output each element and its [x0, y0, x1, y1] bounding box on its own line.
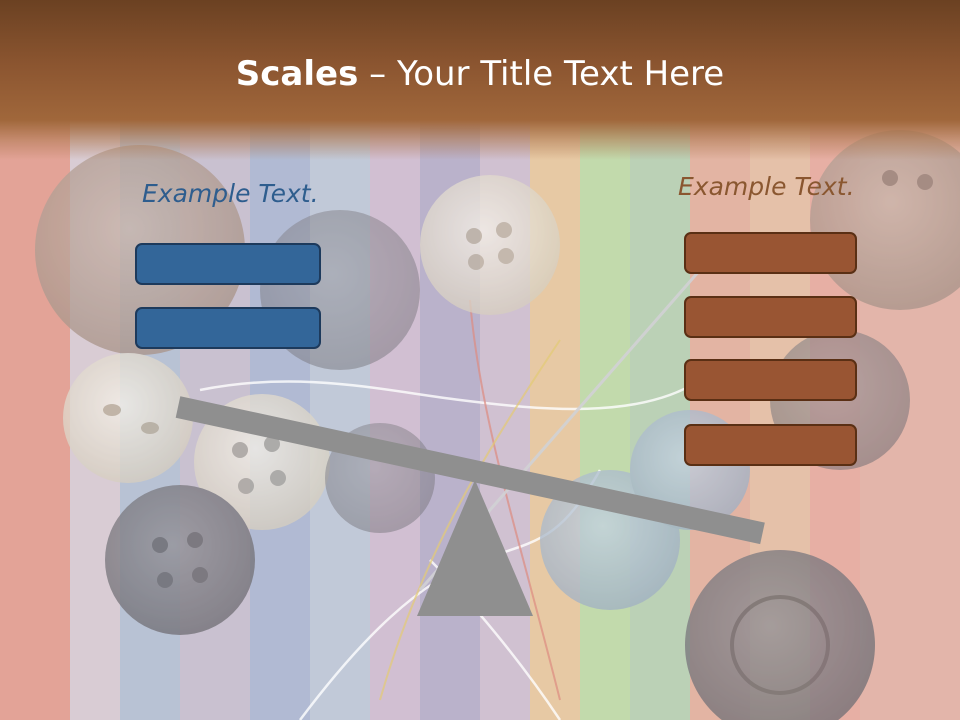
title-rest-text: – Your Title Text Here — [358, 54, 725, 94]
right-box-2[interactable] — [684, 296, 857, 338]
left-box-1[interactable] — [135, 243, 321, 285]
right-box-3[interactable] — [684, 359, 857, 401]
slide-title[interactable]: Scales – Your Title Text Here — [0, 52, 960, 96]
right-example-label[interactable]: Example Text. — [678, 172, 855, 201]
left-example-label[interactable]: Example Text. — [142, 179, 319, 208]
scale-fulcrum[interactable] — [417, 480, 533, 616]
title-bar — [0, 0, 960, 160]
title-bold-text: Scales — [235, 54, 359, 94]
right-box-1[interactable] — [684, 232, 857, 274]
right-box-4[interactable] — [684, 424, 857, 466]
left-box-2[interactable] — [135, 307, 321, 349]
